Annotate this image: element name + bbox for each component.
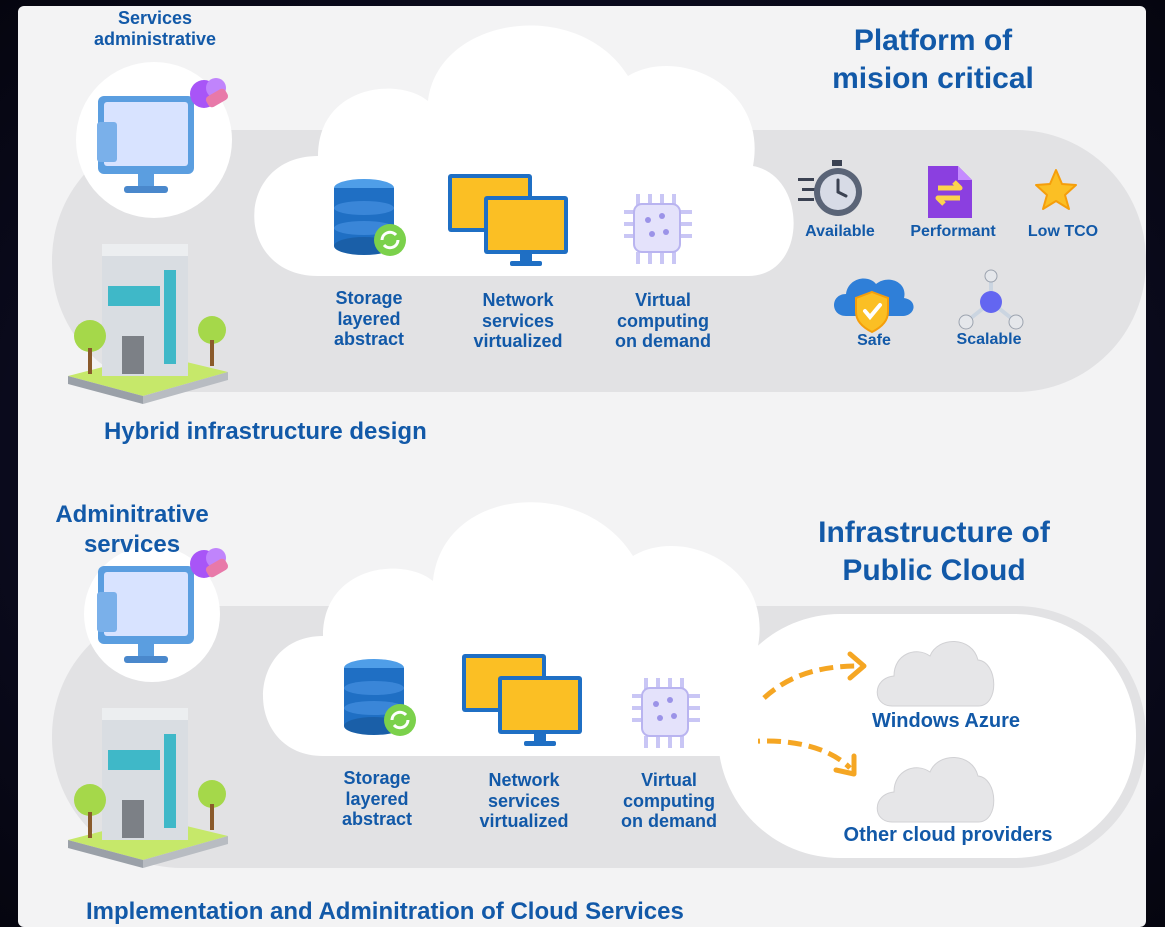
cloud-item-line: virtualized <box>473 331 563 352</box>
section2-caption: Implementation and Adminitration of Clou… <box>86 898 684 925</box>
cloud-item-line: Network <box>482 290 554 310</box>
cloud-item-line: Virtual <box>635 290 691 310</box>
building-icon <box>68 244 228 404</box>
admin-label-line2: services <box>83 531 181 558</box>
network-monitors-icon <box>462 654 582 746</box>
cloud-item-line: services <box>487 790 561 811</box>
cloud-item-line: computing <box>617 310 709 331</box>
network-monitors-icon <box>448 174 568 266</box>
feature-label: Safe <box>857 332 891 349</box>
chip-icon <box>632 678 700 748</box>
arrow-icons <box>758 651 867 777</box>
shield-cloud-icon <box>834 278 914 334</box>
cloud-item-line: layered <box>337 308 401 329</box>
star-icon <box>1035 169 1077 210</box>
cloud-item-label: Network services virtualized <box>454 290 582 352</box>
monitor-icon <box>97 78 229 193</box>
feature-label: Scalable <box>956 331 1022 348</box>
cloud-item-label: Virtual computing on demand <box>598 290 728 352</box>
cloud-item-line: virtualized <box>479 811 569 832</box>
cloud-item-label: Network services virtualized <box>460 770 588 832</box>
provider-label: Windows Azure <box>872 710 1020 732</box>
network-node-icon <box>958 269 1024 330</box>
admin-label-line1: Adminitrative <box>55 501 209 528</box>
cloud-icon <box>876 757 995 823</box>
feature-label: Available <box>805 223 875 240</box>
cloud-item-line: on demand <box>620 811 717 832</box>
performance-doc-icon <box>928 166 972 218</box>
feature-label: Performant <box>910 223 996 240</box>
cloud-item-label: Storage layered abstract <box>314 288 424 350</box>
title-line1: Infrastructure of <box>818 516 1050 549</box>
cloud-item-line: abstract <box>341 809 413 830</box>
feature-label: Low TCO <box>1027 223 1099 240</box>
stopwatch-icon <box>798 160 862 216</box>
platform-title: Platform of mision critical <box>788 22 1078 97</box>
cloud-item-line: on demand <box>614 331 711 352</box>
cloud-item-line: abstract <box>333 329 405 350</box>
chip-icon <box>624 194 692 264</box>
providers-panel <box>718 614 1136 858</box>
cloud-item-line: Storage <box>335 288 403 308</box>
arrow-to-azure <box>762 663 859 700</box>
admin-label-line2: administrative <box>93 28 217 49</box>
title-line2: Public Cloud <box>842 553 1026 587</box>
monitor-icon <box>97 548 229 663</box>
database-icon <box>334 179 406 256</box>
section1-caption: Hybrid infrastructure design <box>104 418 427 445</box>
cloud-item-label: Virtual computing on demand <box>604 770 734 832</box>
public-cloud-title: Infrastructure of Public Cloud <box>776 514 1092 589</box>
diagram-canvas: Services administrative Platform of misi… <box>18 6 1146 927</box>
database-icon <box>344 659 416 736</box>
cloud-item-line: Storage <box>343 768 411 788</box>
cloud-item-line: services <box>481 310 555 331</box>
title-line1: Platform of <box>853 24 1013 57</box>
admin-label-section2: Adminitrative services <box>28 500 236 560</box>
building-icon <box>68 708 228 868</box>
provider-label: Other cloud providers <box>843 824 1053 846</box>
arrow-to-other <box>758 738 852 770</box>
title-line2: mision critical <box>832 61 1034 95</box>
cloud-item-label: Storage layered abstract <box>322 768 432 830</box>
cloud-item-line: Virtual <box>641 770 697 790</box>
background-shapes <box>52 25 1146 868</box>
cloud-icon <box>876 641 995 707</box>
cloud-item-line: Network <box>488 770 560 790</box>
admin-label-line1: Services <box>117 8 193 28</box>
admin-label-section1: Services administrative <box>70 8 240 49</box>
cloud-item-line: layered <box>345 788 409 809</box>
cloud-item-line: computing <box>623 790 715 811</box>
